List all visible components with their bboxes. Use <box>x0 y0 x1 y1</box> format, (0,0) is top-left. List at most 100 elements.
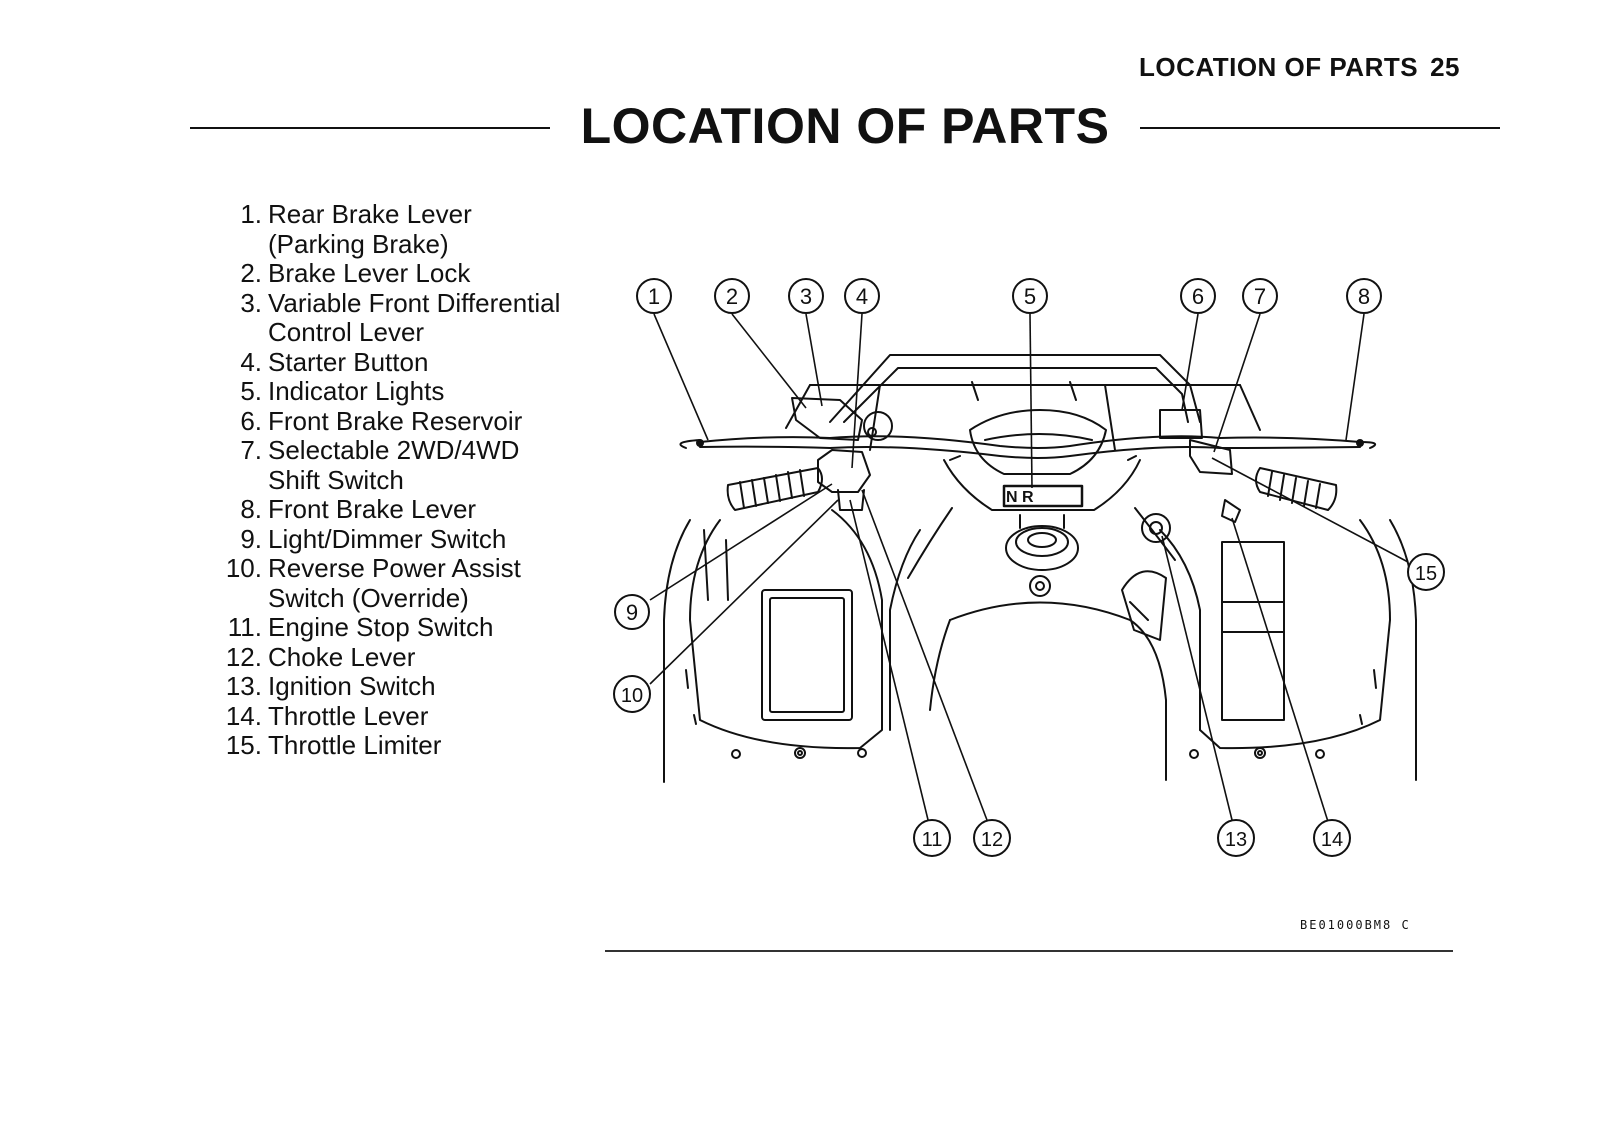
list-item: 3.Variable Front Differential Control Le… <box>218 287 561 348</box>
callout-7: 7 <box>1242 278 1278 314</box>
callout-number: 2 <box>726 284 738 309</box>
callout-6: 6 <box>1180 278 1216 314</box>
list-item: 11.Engine Stop Switch <box>218 612 560 643</box>
item-number: 11. <box>227 612 262 642</box>
diagram-svg: N R 1 2 3 4 5 6 7 8 <box>613 278 1445 857</box>
callout-2: 2 <box>714 278 750 314</box>
atv-drawing <box>663 354 1417 783</box>
atv-handlebar-diagram: N R 1 2 3 4 5 6 7 8 <box>600 260 1480 900</box>
title-rule-right <box>1140 127 1500 129</box>
callout-number: 1 <box>648 284 660 309</box>
page-title: LOCATION OF PARTS <box>580 98 1110 154</box>
item-number: 7. <box>240 435 262 465</box>
callout-number: 11 <box>922 829 943 851</box>
callout-1: 1 <box>636 278 672 314</box>
callout-11: 11 <box>913 819 951 857</box>
figure-code: BE01000BM8 C <box>1300 918 1411 932</box>
running-title: LOCATION OF PARTS <box>1139 52 1419 82</box>
list-item: 7.Selectable 2WD/4WD Shift Switch <box>218 435 560 495</box>
title-row: LOCATION OF PARTS <box>190 96 1500 156</box>
item-number: 2. <box>240 258 262 288</box>
list-item: 5.Indicator Lights <box>218 376 560 407</box>
leader-13 <box>1161 535 1235 829</box>
running-header: LOCATION OF PARTS 25 <box>1139 52 1460 83</box>
leader-8 <box>1345 313 1365 441</box>
list-item: 10.Reverse Power Assist Switch (Override… <box>218 553 560 613</box>
callout-10: 10 <box>613 675 651 713</box>
list-item: 1.Rear Brake Lever (Parking Brake) <box>218 199 560 259</box>
callout-number: 9 <box>626 600 638 625</box>
leader-7 <box>1213 313 1261 453</box>
item-number: 6. <box>240 405 262 436</box>
leader-lines <box>649 313 1409 829</box>
list-item: 4.Starter Button <box>218 346 560 378</box>
item-label: Throttle Limiter <box>268 730 442 760</box>
leader-11 <box>849 499 931 829</box>
callout-9: 9 <box>614 594 650 630</box>
item-label: Choke Lever <box>268 641 416 672</box>
callout-15: 15 <box>1407 553 1445 591</box>
leader-5 <box>1029 313 1033 489</box>
callout-number: 15 <box>1415 563 1437 585</box>
item-label: Brake Lever Lock <box>268 258 471 288</box>
item-number: 14. <box>225 700 262 731</box>
callout-number: 13 <box>1225 829 1247 851</box>
callout-number: 5 <box>1024 284 1036 309</box>
item-label: Indicator Lights <box>268 376 445 406</box>
leader-3 <box>805 313 823 407</box>
title-rule-left <box>190 127 550 129</box>
list-item: 12.Choke Lever <box>218 641 560 673</box>
indicator-letters: N R <box>1006 489 1034 506</box>
item-label: Engine Stop Switch <box>268 612 494 642</box>
callout-4: 4 <box>844 278 880 314</box>
item-label: Reverse Power Assist Switch (Override) <box>268 553 521 613</box>
item-number: 8. <box>240 494 262 524</box>
callouts: 1 2 3 4 5 6 7 8 9 10 11 12 13 14 15 <box>613 278 1445 857</box>
item-label: Front Brake Lever <box>268 494 477 524</box>
item-number: 13. <box>225 671 262 701</box>
callout-number: 14 <box>1321 829 1343 851</box>
left-grip <box>726 467 823 511</box>
item-label: Rear Brake Lever (Parking Brake) <box>268 199 472 259</box>
callout-number: 6 <box>1192 284 1204 309</box>
right-grip <box>1255 467 1338 511</box>
item-label: Throttle Lever <box>268 700 429 731</box>
item-number: 12. <box>225 641 262 672</box>
item-number: 5. <box>240 376 262 406</box>
item-number: 1. <box>240 199 262 229</box>
item-number: 10. <box>225 553 262 583</box>
list-item: 15.Throttle Limiter <box>218 730 560 761</box>
callout-number: 3 <box>800 284 812 309</box>
leader-9 <box>649 483 833 601</box>
leader-2 <box>731 313 807 409</box>
callout-number: 10 <box>621 685 643 707</box>
leader-14 <box>1231 517 1331 829</box>
item-label: Variable Front Differential Control Leve… <box>268 287 561 347</box>
list-item: 14.Throttle Lever <box>218 700 560 732</box>
list-item: 2.Brake Lever Lock <box>218 258 560 289</box>
item-number: 15. <box>225 730 262 760</box>
page-number: 25 <box>1430 52 1460 82</box>
item-number: 9. <box>240 523 262 554</box>
item-label: Ignition Switch <box>268 671 436 701</box>
parts-list: 1.Rear Brake Lever (Parking Brake) 2.Bra… <box>218 199 561 761</box>
item-number: 4. <box>240 346 262 377</box>
item-label: Light/Dimmer Switch <box>268 523 507 554</box>
callout-number: 8 <box>1358 284 1370 309</box>
item-label: Selectable 2WD/4WD Shift Switch <box>268 435 520 495</box>
callout-5: 5 <box>1012 278 1048 314</box>
callout-3: 3 <box>788 278 824 314</box>
leader-10 <box>649 499 839 685</box>
list-item: 13.Ignition Switch <box>218 671 560 702</box>
callout-12: 12 <box>973 819 1011 857</box>
bottom-rule <box>605 950 1453 952</box>
callout-number: 7 <box>1254 284 1266 309</box>
item-number: 3. <box>240 287 262 318</box>
leader-4 <box>851 313 863 469</box>
leader-12 <box>861 489 991 829</box>
leader-6 <box>1181 313 1199 411</box>
callout-13: 13 <box>1217 819 1255 857</box>
callout-number: 4 <box>856 284 868 309</box>
callout-14: 14 <box>1313 819 1351 857</box>
item-label: Front Brake Reservoir <box>268 405 523 436</box>
